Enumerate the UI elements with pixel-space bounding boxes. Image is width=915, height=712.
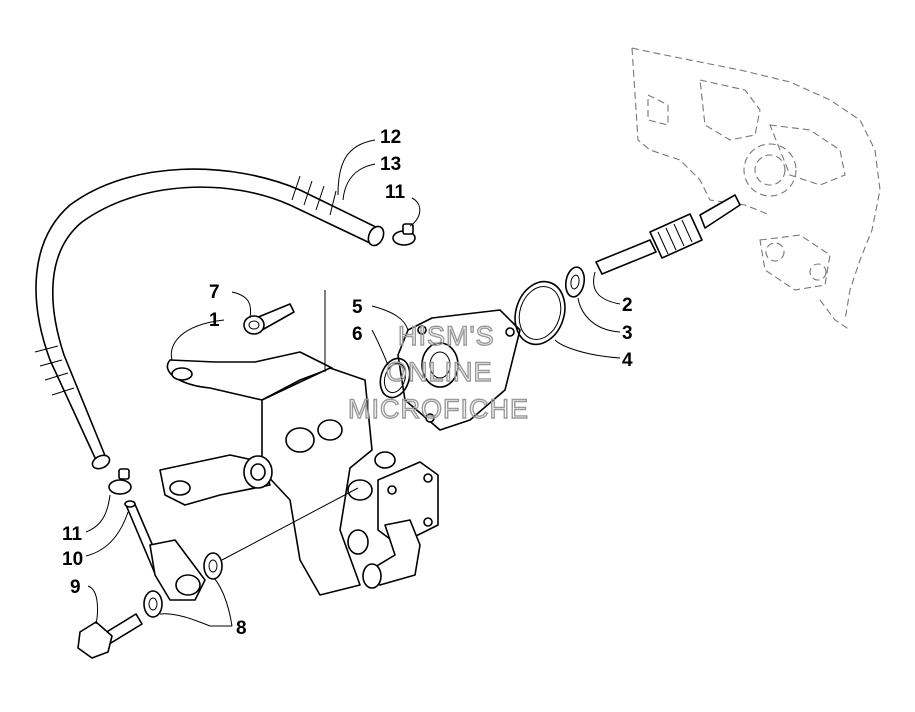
callout-2: 2 (622, 295, 633, 316)
callout-12: 12 (380, 127, 401, 148)
callout-4: 4 (622, 350, 633, 371)
callout-9: 9 (70, 577, 81, 598)
washer-8-b (143, 590, 163, 618)
washer-8-a (203, 552, 223, 580)
hose (34, 168, 385, 470)
callout-8: 8 (236, 618, 247, 639)
watermark-line-1: HISM'S (398, 321, 495, 351)
bolt-7 (243, 303, 295, 335)
watermark-line-3: MICROFICHE (348, 394, 529, 424)
o-ring-4 (514, 280, 566, 346)
callout-5: 5 (352, 297, 363, 318)
alignment-line (221, 487, 359, 561)
lever-arm (149, 539, 206, 601)
callout-1: 1 (209, 310, 220, 331)
callout-3: 3 (622, 323, 633, 344)
hose-clamp-bottom (108, 468, 132, 495)
leader-lines (85, 139, 621, 627)
washer-3 (564, 266, 586, 298)
o-ring-6 (379, 357, 411, 399)
callout-6: 6 (352, 324, 363, 345)
hose-clamp-top (392, 223, 416, 246)
engine-case-phantom (631, 47, 881, 331)
callout-10: 10 (62, 549, 83, 570)
o-ring-4-inner (518, 286, 562, 340)
callout-11-bottom: 11 (62, 524, 83, 545)
callout-11-top: 11 (385, 182, 406, 203)
callout-7: 7 (209, 282, 220, 303)
drive-shaft-2 (595, 194, 741, 275)
o-ring-6-inner (383, 362, 407, 394)
oil-pump-body (159, 290, 439, 596)
callout-13: 13 (380, 154, 401, 175)
pump-housing-flange (397, 309, 521, 431)
bolt-9 (77, 613, 143, 659)
watermark-line-2: ONLINE (386, 357, 493, 387)
